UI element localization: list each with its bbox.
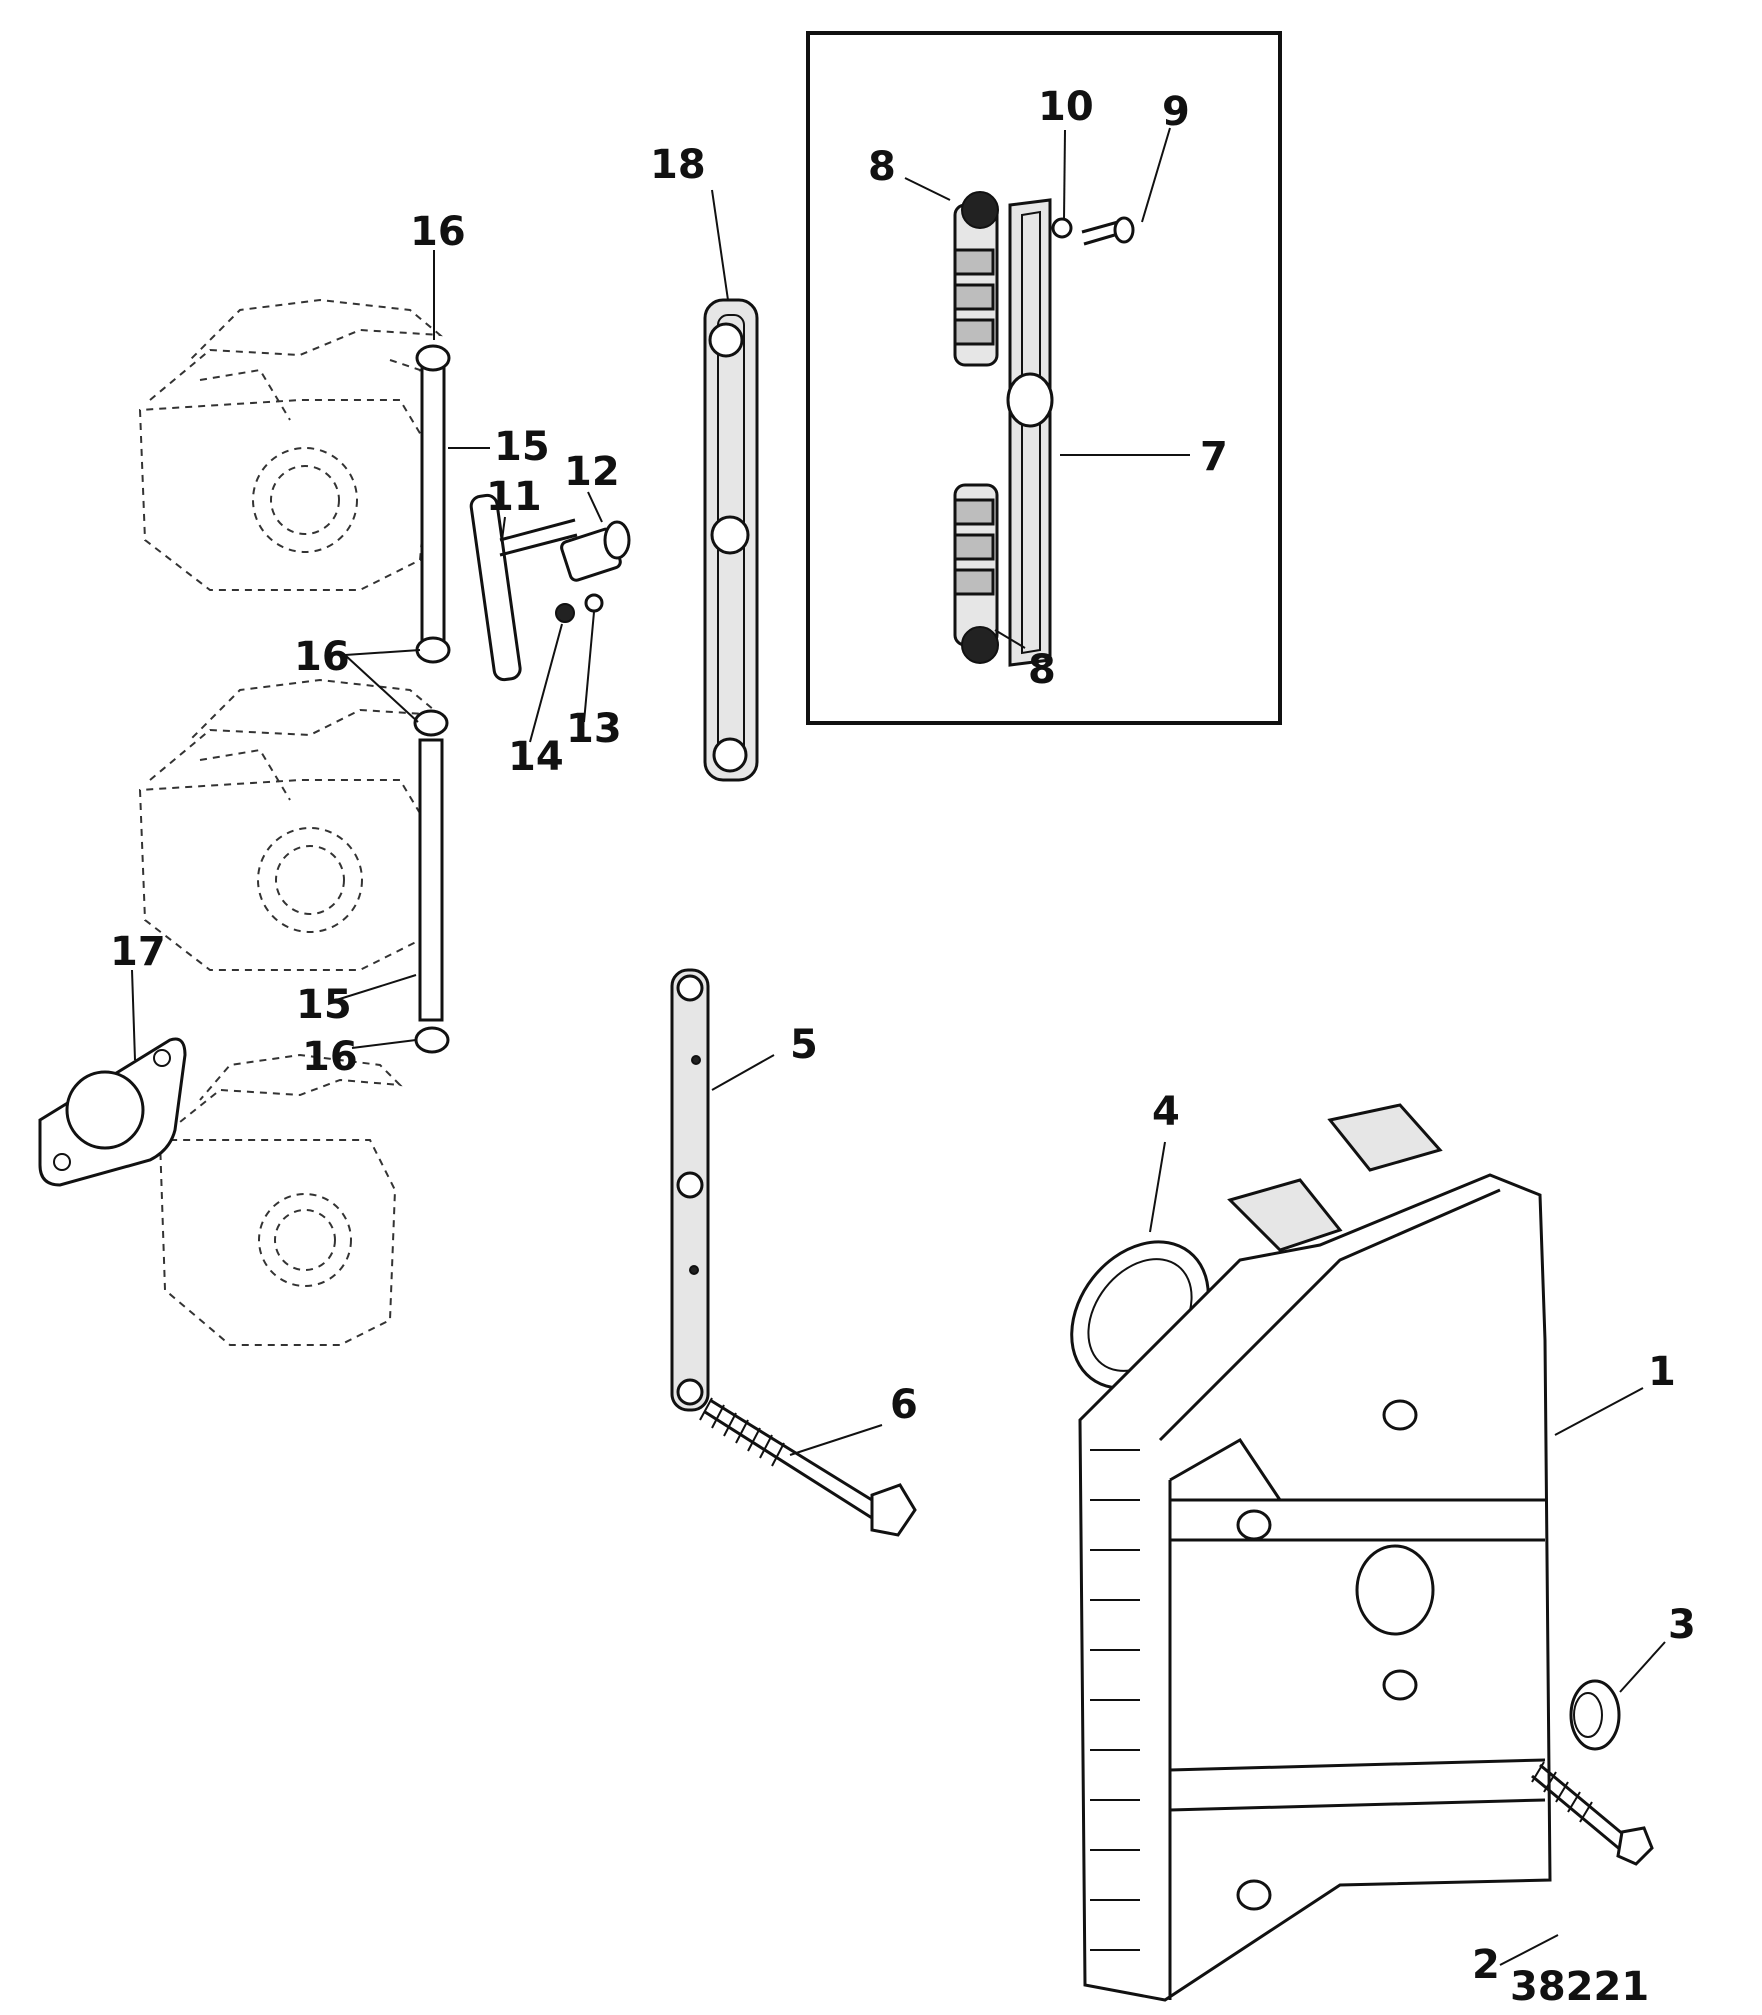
callout-4: 4 [1152,1089,1180,1135]
link-rod [670,968,710,1412]
callout-2: 2 [1472,1942,1500,1988]
callout-15-top: 15 [494,424,550,470]
inset-screw-washer [1051,216,1135,246]
callout-11: 11 [486,474,542,520]
callout-8-bottom: 8 [1028,647,1056,693]
callout-16-top: 16 [410,209,466,255]
callout-3: 3 [1668,1602,1696,1648]
callout-5: 5 [790,1022,818,1068]
plug [1569,1679,1621,1751]
callout-13: 13 [566,706,622,752]
throttle-shaft-upper [420,363,446,647]
carburetor-top-phantom [138,298,443,591]
callout-14: 14 [508,734,564,780]
throttle-link-long [703,298,759,782]
callout-18: 18 [650,142,706,188]
callout-7: 7 [1200,434,1228,480]
bolt-long [699,1397,917,1537]
callout-1: 1 [1648,1349,1676,1395]
callout-12: 12 [564,449,620,495]
callout-6: 6 [890,1382,918,1428]
inset-slide [1006,198,1054,667]
callout-16-bottom: 16 [302,1034,358,1080]
callout-17: 17 [110,929,166,975]
callout-8-top: 8 [868,144,896,190]
screw-small [1531,1761,1654,1866]
figure-number: 38221 [1510,1964,1649,2010]
gasket [38,1037,187,1187]
carburetor-bottom-phantom [158,1053,403,1346]
callout-15-bottom: 15 [296,982,352,1028]
lever-assembly [469,493,631,682]
inset-roller-block-top [953,191,999,367]
throttle-shaft-lower [418,738,444,1022]
callout-10: 10 [1038,84,1094,130]
callout-9: 9 [1162,89,1190,135]
callout-16-middle: 16 [294,634,350,680]
air-box-cover [1078,1103,1552,2002]
shaft-clips [413,344,451,1054]
carburetor-middle-phantom [138,678,443,971]
leader-lines [131,127,1666,1966]
inset-frame [806,31,1282,725]
inset-roller-block-bottom [953,483,999,664]
